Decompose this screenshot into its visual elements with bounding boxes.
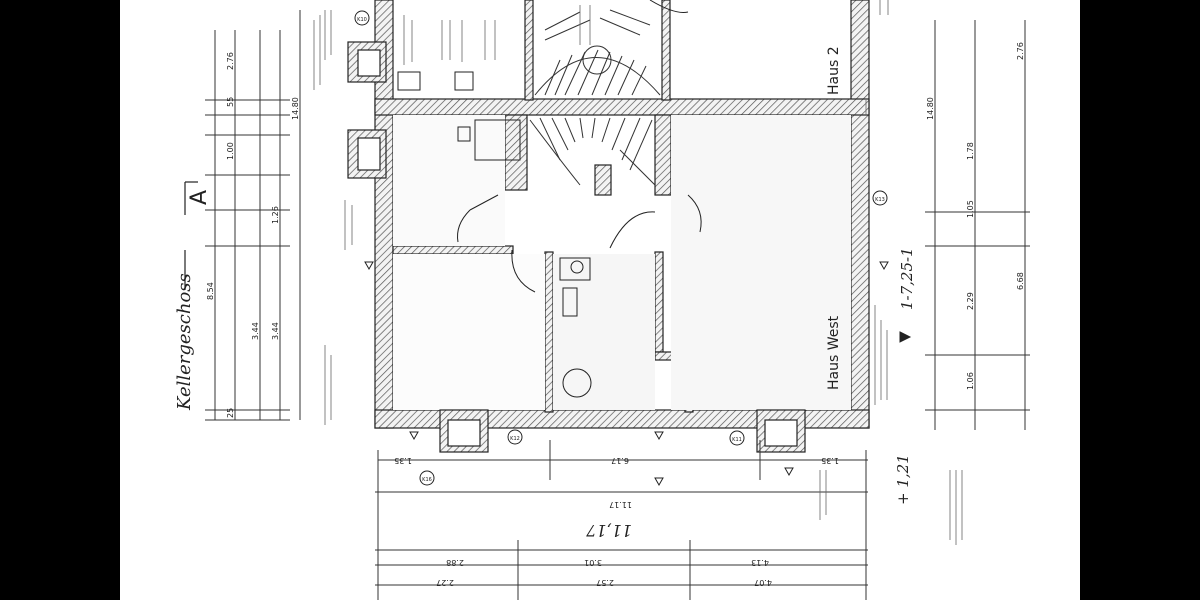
k-code-5: K11 (732, 437, 742, 443)
dim-bottom-6: 4.13 (751, 558, 769, 567)
dim-right-1: 2.76 (1016, 42, 1025, 60)
level-annotation-upper: 1-7,25-1 (898, 247, 916, 310)
dim-left-5: 3.44 (271, 322, 280, 340)
outer-walls (374, 0, 870, 429)
dim-bottom-4: 2.88 (446, 558, 464, 567)
right-black-border (1080, 0, 1200, 600)
k-code-1: K10 (357, 17, 367, 23)
dim-bottom-3: 1.35 (821, 456, 839, 465)
dim-left-6: 25 (226, 408, 235, 418)
left-black-border (0, 0, 120, 600)
dim-left-2: 1.00 (226, 142, 235, 160)
left-dimension-texts: 2.76 1.00 55 1.26 3.44 25 8.54 14.80 3.4… (206, 52, 300, 418)
dim-bottom-9: 4.07 (754, 578, 772, 587)
room-utility (393, 115, 505, 246)
dim-bottom-1: 1.35 (394, 456, 412, 465)
room-storage (393, 254, 545, 410)
dim-right-height: 14.80 (926, 97, 935, 120)
staircase-upper (534, 9, 661, 96)
house-2-label: Haus 2 (826, 46, 842, 95)
dim-bottom-8: 2.57 (596, 578, 614, 587)
dim-left-height: 14.80 (291, 97, 300, 120)
bottom-dimension-texts: 1.35 6.17 1.35 11.17 2.88 3.01 4.13 2.27… (394, 456, 839, 587)
left-dimension-lines (205, 10, 301, 421)
dim-right-total: 6.68 (1016, 272, 1025, 290)
floor-plan-sheet: 2.76 1.00 55 1.26 3.44 25 8.54 14.80 3.4… (120, 0, 1080, 600)
dim-bottom-total: 11.17 (609, 500, 632, 509)
dim-left-1: 2.76 (226, 52, 235, 70)
dim-bottom-5: 3.01 (584, 558, 602, 567)
k-code-markers: K10 K12 K13 K16 K11 (354, 10, 888, 486)
fixtures (397, 71, 592, 398)
dim-left-total: 8.54 (206, 282, 215, 300)
dim-right-2: 1.78 (966, 142, 975, 160)
k-code-2: K12 (510, 436, 520, 442)
window-wells (347, 41, 806, 453)
room-main (671, 115, 851, 410)
fine-print-notes (313, 0, 963, 545)
k-code-4: K16 (422, 477, 432, 483)
dim-bottom-7: 2.27 (436, 578, 454, 587)
floor-plan-drawing: 2.76 1.00 55 1.26 3.44 25 8.54 14.80 3.4… (174, 0, 1030, 600)
k-code-3: K13 (875, 197, 885, 203)
room-heating (553, 254, 655, 410)
bottom-dimension-lines (375, 440, 868, 600)
dim-right-3: 1.05 (966, 200, 975, 218)
floor-name-label: Kellergeschoss (174, 273, 195, 411)
dim-left-4: 1.26 (271, 206, 280, 224)
dim-bottom-2: 6.17 (611, 456, 629, 465)
level-markers (364, 261, 912, 487)
section-marker-a: A (187, 190, 212, 205)
dim-left-7: 3.44 (251, 322, 260, 340)
dim-right-4: 2.29 (966, 292, 975, 310)
right-dimension-lines (925, 20, 1030, 430)
dim-left-3: 55 (226, 97, 235, 107)
house-west-label: Haus West (826, 315, 842, 390)
staircase-lower (529, 117, 656, 186)
level-annotation-lower: + 1,21 (894, 454, 912, 505)
dim-right-5: 1.06 (966, 372, 975, 390)
total-width-handwritten: 11,17 (585, 521, 632, 540)
right-dimension-texts: 2.76 1.78 1.05 2.29 1.06 6.68 14.80 (926, 42, 1025, 390)
door-swings (457, 0, 702, 293)
